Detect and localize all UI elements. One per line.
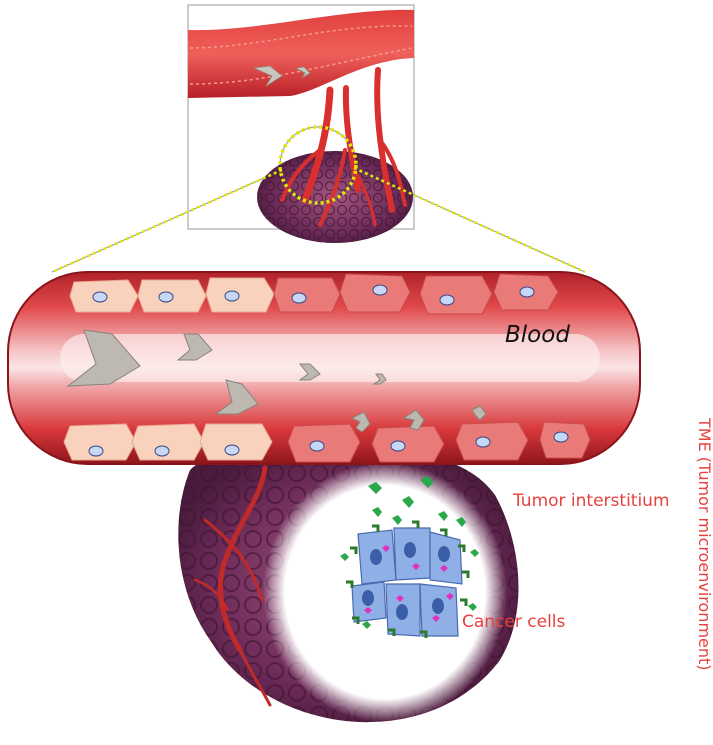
inset-branch-vessels — [280, 67, 407, 227]
drug-particle — [402, 409, 425, 431]
tumor-tissue — [178, 448, 519, 723]
drug-particles — [66, 329, 487, 433]
endothelial-cell — [539, 421, 591, 459]
endothelial-cell — [69, 279, 139, 313]
endothelial-cell — [455, 421, 529, 461]
drug-particle — [372, 373, 387, 385]
internalized-particles — [364, 545, 454, 622]
endothelial-cell — [131, 423, 205, 461]
drug-particle — [214, 379, 259, 415]
inset-particle — [294, 66, 311, 79]
cancer-cell — [385, 583, 421, 637]
endothelial-cell — [371, 425, 445, 463]
endothelial-cells-top — [69, 273, 559, 315]
cancer-cell — [429, 531, 463, 585]
endothelial-cell — [339, 273, 411, 313]
drug-particle — [350, 411, 371, 433]
tumor-interstitium-label: Tumor interstitium — [513, 491, 670, 511]
drug-particle — [298, 363, 321, 381]
endothelial-cell — [273, 277, 341, 313]
endothelial-cell — [493, 273, 559, 311]
inset-particle — [252, 65, 283, 87]
inset-panel — [187, 4, 415, 243]
membrane-receptors — [346, 520, 470, 638]
cancer-cell — [419, 583, 459, 637]
zoom-guide-lines — [51, 166, 586, 274]
cancer-cell — [393, 527, 431, 581]
drug-particle — [66, 329, 141, 387]
inset-blood-vessel — [188, 9, 414, 99]
blood-label: Blood — [505, 322, 570, 348]
free-ligands — [340, 476, 479, 629]
endothelial-cell — [287, 423, 361, 463]
endothelial-cell — [419, 275, 493, 315]
endothelial-cells-bottom — [63, 421, 591, 463]
endothelial-cell — [205, 277, 275, 313]
cancer-cell-cluster — [340, 476, 479, 638]
cancer-cell — [357, 529, 397, 585]
cancer-cells-label: Cancer cells — [462, 612, 566, 632]
endothelial-cell — [63, 423, 137, 461]
cancer-cell — [351, 581, 387, 623]
endothelial-cell — [137, 279, 207, 313]
drug-particle — [176, 333, 213, 361]
drug-particle — [471, 405, 487, 421]
tme-label: TME (Tumor microenvironment) — [695, 418, 713, 671]
endothelial-cell — [199, 423, 273, 461]
